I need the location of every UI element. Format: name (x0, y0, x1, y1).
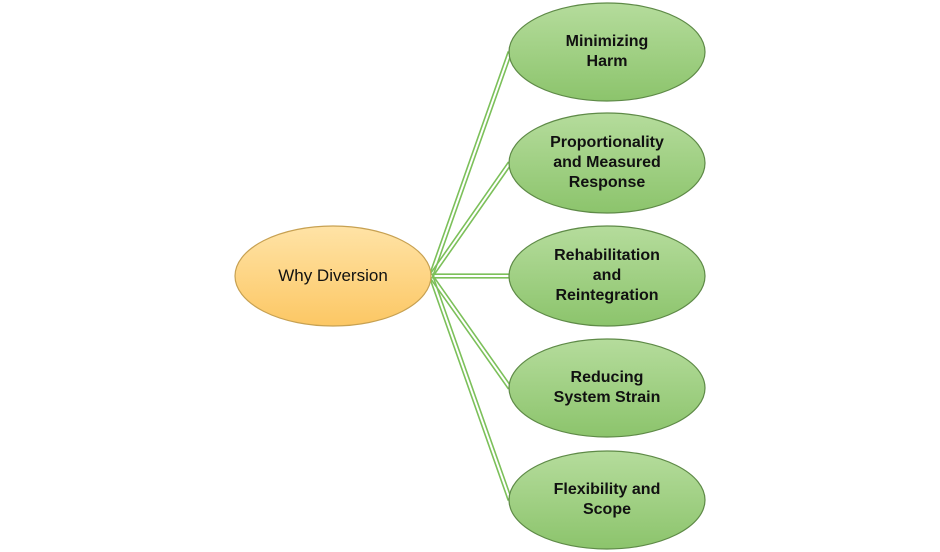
connector-line-4 (431, 274, 513, 388)
center-node-shape (234, 225, 432, 327)
connector-line-5 (428, 276, 510, 501)
branch-node-shape-3 (508, 225, 706, 327)
connector-line-4 (428, 276, 510, 390)
connector-lines (428, 51, 513, 501)
branch-node-shape-1 (508, 2, 706, 102)
connector-line-1 (428, 51, 510, 276)
connector-line-1 (431, 52, 513, 277)
branch-nodes (508, 2, 706, 550)
branch-node-shape-5 (508, 450, 706, 550)
connector-line-5 (431, 275, 513, 500)
branch-node-shape-4 (508, 338, 706, 438)
connector-line-2 (428, 161, 510, 276)
branch-node-shape-2 (508, 112, 706, 214)
connector-line-2 (431, 163, 513, 278)
